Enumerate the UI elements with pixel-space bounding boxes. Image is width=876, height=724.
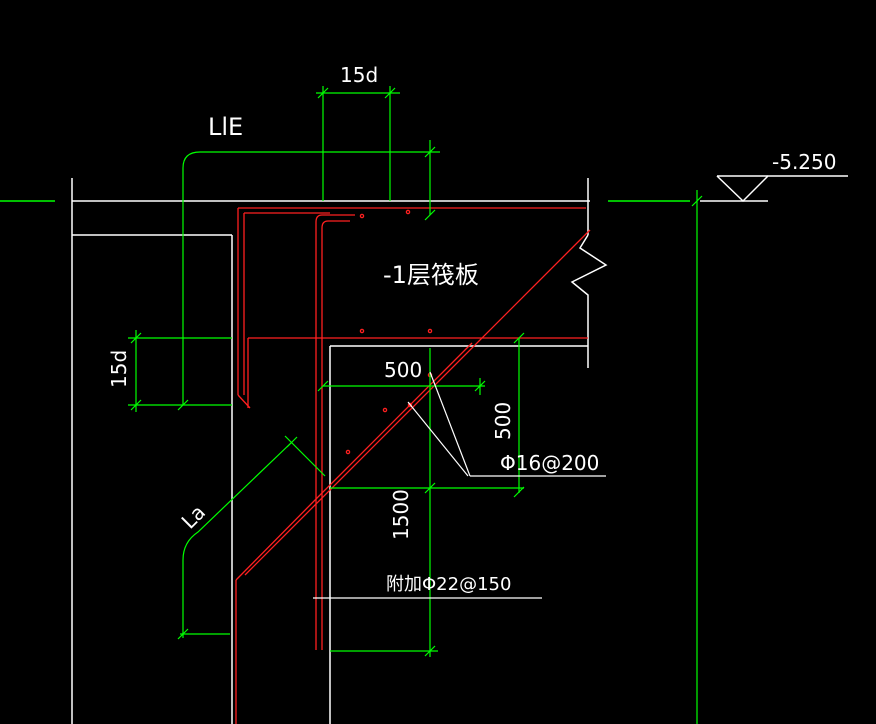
rebar-spec-label: Φ16@200 <box>500 451 599 475</box>
top-dim-label: 15d <box>340 63 378 87</box>
elevation-symbol-icon <box>716 175 848 203</box>
raft-label: -1层筏板 <box>383 261 479 289</box>
leader-lines <box>313 371 606 599</box>
dim-500-vertical: 500 <box>491 402 515 440</box>
la-label: La <box>177 500 211 534</box>
additional-rebar-label: 附加Φ22@150 <box>386 574 511 595</box>
lie-label: LlE <box>208 113 243 141</box>
dim-500-horizontal: 500 <box>384 358 422 382</box>
side-dim-label: 15d <box>107 350 131 388</box>
elevation-label: -5.250 <box>772 150 836 174</box>
structure-lines <box>0 178 768 724</box>
dim-1500-label: 1500 <box>389 489 413 540</box>
dimension-lines <box>128 86 703 724</box>
rebar-lines <box>235 207 591 724</box>
